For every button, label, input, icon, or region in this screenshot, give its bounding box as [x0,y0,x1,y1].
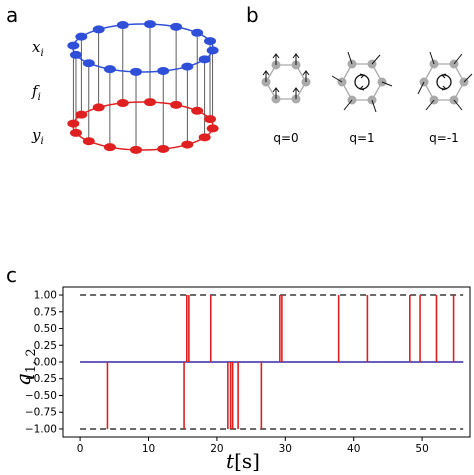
x-tick-label: 40 [347,443,360,455]
top-node [103,65,116,74]
bottom-node [170,100,183,109]
x-tick-label: 20 [210,443,223,455]
x-tick-label: 10 [142,443,155,455]
top-node [204,37,217,46]
top-node [69,50,82,59]
top-ring-nodes [67,20,219,76]
top-node [191,28,204,37]
bottom-node [204,115,217,124]
hexagon-q0 [261,53,311,104]
y-tick-label: −0.50 [25,390,57,402]
bottom-node [67,119,80,128]
label-q0: q=0 [273,131,298,145]
top-node [206,46,219,55]
panel-b-hexagons: q=0 q=1 q=-1 [261,51,473,145]
label-y: yi [31,126,44,147]
x-tick-label: 50 [415,443,428,455]
label-q1: q=1 [349,131,374,145]
bottom-node [181,140,194,149]
y-tick-label: 0.00 [34,357,57,369]
bottom-node [198,133,211,142]
top-node [198,55,211,64]
y-tick-label: 0.25 [34,340,57,352]
bottom-node [116,99,129,108]
dashed-reference-lines [80,294,464,430]
top-node [75,32,88,41]
top-node [143,20,156,29]
y-tick-label: −0.25 [25,373,57,385]
bottom-node [82,137,95,146]
bottom-node [130,145,143,154]
x-axis-label: t[s] [226,449,260,473]
x-ticks: 0 10 20 30 40 50 [77,437,429,455]
bottom-node [69,128,82,137]
x-tick-label: 0 [77,443,84,455]
y-tick-label: 0.50 [34,323,57,335]
y-tick-label: −1.00 [25,423,57,435]
panel-letter-b: b [246,3,259,27]
y-tick-label: −0.75 [25,407,57,419]
panel-c-chart: 1.00 0.75 0.50 0.25 0.00 −0.25 −0.50 −0.75 −1.00… [11,286,471,473]
bottom-node [103,143,116,152]
top-node [157,66,170,75]
hexagon-q1 [331,51,393,113]
top-node [116,21,129,30]
red-spike-series [106,295,455,429]
label-q-1: q=-1 [429,131,459,145]
hexagon-q-1 [417,51,473,111]
top-node [170,22,183,31]
y-axis-label: q1, 2 [11,348,39,386]
top-node [92,25,105,34]
y-tick-label: 0.75 [34,306,57,318]
y-tick-label: 1.00 [34,290,57,302]
top-node [181,62,194,71]
top-node [82,59,95,68]
bottom-node [206,124,219,133]
panel-letter-c: c [6,263,17,287]
bottom-node [92,103,105,112]
x-tick-label: 30 [279,443,292,455]
bottom-node [75,110,88,119]
bottom-node [191,106,204,115]
bottom-node [143,98,156,107]
top-node [67,41,80,50]
top-node [130,67,143,76]
bottom-ring-nodes [67,98,219,154]
y-ticks: 1.00 0.75 0.50 0.25 0.00 −0.25 −0.50 −0.75 −1.00 [25,290,63,435]
bottom-node [157,144,170,153]
panel-a-ring-diagram: xi fi yi [31,20,219,154]
label-x: xi [32,38,44,59]
coupling-lines [72,24,214,150]
label-f: fi [31,82,41,103]
panel-letter-a: a [6,3,18,27]
